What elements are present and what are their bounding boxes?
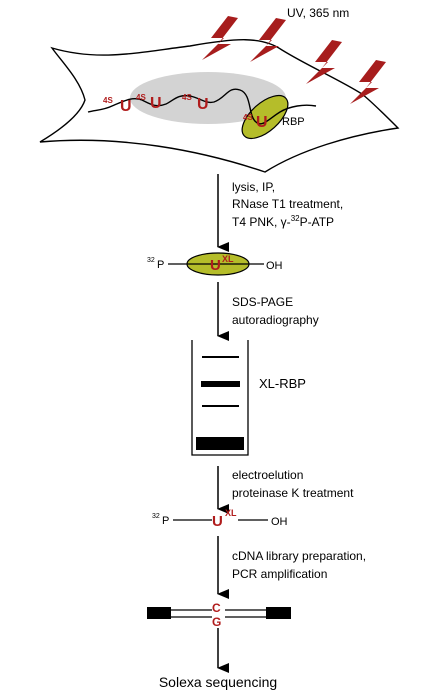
step-2-line-2: autoradiography xyxy=(232,313,319,327)
lightning-bolt-icon xyxy=(350,60,386,104)
gel-band-free xyxy=(196,437,244,450)
cell-membrane xyxy=(39,39,400,173)
rbp-label: RBP xyxy=(282,116,305,128)
phosphate-superscript: 32 xyxy=(147,257,155,264)
solexa-label: Solexa sequencing xyxy=(159,674,277,690)
lightning-bolt-icon xyxy=(306,40,342,84)
crosslinked-u: U xyxy=(212,513,223,530)
uv-bolts xyxy=(202,16,386,104)
step-4-line-2: PCR amplification xyxy=(232,567,327,581)
rna-strand xyxy=(87,88,317,125)
gel-band-xl-rbp xyxy=(201,381,240,387)
nucleotide-4su-prefix: 4S xyxy=(103,96,113,105)
cell: 4S U 4S U 4S U 4S U RBP xyxy=(39,39,400,173)
step-2-line-1: SDS-PAGE xyxy=(232,295,293,309)
xl-superscript: XL xyxy=(225,508,237,518)
step-4-line-1: cDNA library preparation, xyxy=(232,549,366,563)
step-1-line-1: lysis, IP, xyxy=(232,180,275,194)
phosphate-label: P xyxy=(157,259,164,271)
nucleotide-4su-prefix: 4S xyxy=(243,113,253,122)
nucleotide-4su-prefix: 4S xyxy=(182,93,192,102)
gel xyxy=(191,340,249,456)
base-c: C xyxy=(212,601,221,615)
step-1-line-2: RNase T1 treatment, xyxy=(232,197,343,211)
nucleus xyxy=(130,72,286,124)
step-3-line-1: electroelution xyxy=(232,468,303,482)
gel-label: XL-RBP xyxy=(259,376,306,391)
step-1-line-3-text: T4 PNK, γ- xyxy=(232,215,291,229)
uv-label: UV, 365 nm xyxy=(287,6,349,20)
phosphate-label: P xyxy=(162,515,169,527)
nucleotide-4su: U xyxy=(197,96,209,113)
crosslinked-4su: U xyxy=(256,114,268,131)
gel-lane xyxy=(191,340,249,456)
labeled-rna-rbp: 32 P U XL OH xyxy=(147,252,283,276)
cdna-duplex: C G xyxy=(147,601,291,629)
base-g: G xyxy=(212,615,221,629)
nucleotide-4su: U xyxy=(120,98,132,115)
crosslinked-u: U xyxy=(210,257,221,274)
lightning-bolt-icon xyxy=(250,18,286,62)
adapter-right xyxy=(266,607,291,619)
rbp-protein xyxy=(241,94,289,140)
hydroxyl-label: OH xyxy=(266,260,283,272)
step-1-line-3: T4 PNK, γ-32P-ATP xyxy=(232,214,334,229)
xl-superscript: XL xyxy=(222,254,234,264)
hydroxyl-label: OH xyxy=(271,516,288,528)
phosphate-superscript: 32 xyxy=(152,513,160,520)
atp-superscript: 32 xyxy=(291,214,300,223)
step-3-line-2: proteinase K treatment xyxy=(232,486,354,500)
atp-tail: P-ATP xyxy=(300,215,334,229)
lightning-bolt-icon xyxy=(202,16,238,60)
nucleotide-4su: U xyxy=(150,95,162,112)
labeled-rna-free: 32 P U XL OH xyxy=(152,508,288,530)
adapter-left xyxy=(147,607,171,619)
nucleotide-4su-prefix: 4S xyxy=(136,93,146,102)
